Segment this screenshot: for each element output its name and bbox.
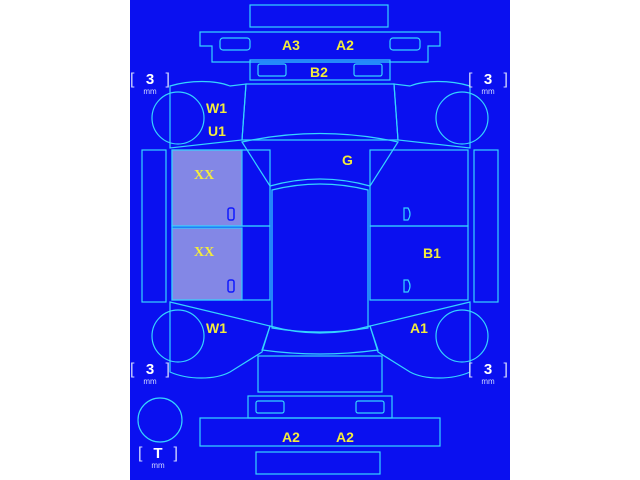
rear-left-light (255, 400, 285, 414)
label-right-side: B1 (423, 245, 441, 261)
car-damage-diagram: A3 A2 B2 W1 U1 G XX XX B1 W1 A1 A2 A2 [ … (130, 0, 510, 480)
windshield-outline (241, 132, 399, 187)
roof-outline (271, 183, 369, 333)
front-right-light (389, 37, 421, 51)
label-front-bumper-right: A2 (336, 37, 354, 53)
rear-right-wheel (435, 309, 489, 363)
grille-right-slot (353, 63, 383, 77)
tire-front-left-unit: mm (143, 87, 157, 96)
tire-front-right-unit: mm (481, 87, 495, 96)
rear-window-outline (261, 325, 379, 355)
label-rear-right-quarter: A1 (410, 320, 428, 336)
label-rear-left-quarter: W1 (206, 320, 227, 336)
front-right-wheel (435, 91, 489, 145)
front-plate-outline (249, 4, 389, 28)
rear-right-quarter-outline (369, 301, 471, 379)
front-left-fender-outline (169, 80, 247, 149)
car-outline-drawing (137, 4, 499, 475)
label-front-left-fender-2: U1 (208, 123, 226, 139)
grille-outline (249, 59, 391, 81)
label-bonnet: B2 (310, 64, 328, 80)
label-rear-bumper-right: A2 (336, 429, 354, 445)
rear-left-wheel (151, 309, 205, 363)
tire-rear-left-value: 3 (145, 361, 155, 378)
tire-rear-right-unit: mm (481, 377, 495, 386)
label-windshield: G (342, 152, 353, 168)
label-front-bumper-left: A3 (282, 37, 300, 53)
grille-left-slot (257, 63, 287, 77)
rear-right-light (355, 400, 385, 414)
tire-rear-left-unit: mm (143, 377, 157, 386)
bonnet-outline (241, 83, 399, 141)
rear-left-quarter-outline (169, 301, 271, 379)
front-left-wheel (151, 91, 205, 145)
rear-left-door-highlight (171, 227, 243, 301)
label-rear-bumper-left: A2 (282, 429, 300, 445)
label-rear-left-door: XX (194, 245, 215, 260)
label-front-left-door: XX (194, 168, 215, 183)
tire-rear-right-value: 3 (483, 361, 493, 378)
front-left-door-highlight (171, 149, 243, 227)
rear-right-door-outline (369, 225, 469, 301)
tire-spare-unit: mm (151, 461, 165, 470)
trunk-outline (257, 355, 383, 393)
tire-spare-value: T (153, 445, 163, 462)
tire-front-right: [ 3 mm ] (468, 71, 508, 96)
front-right-fender-outline (393, 80, 471, 149)
rear-bumper-outline (199, 417, 441, 447)
rear-plate-outline (255, 451, 381, 475)
rear-panel-outline (247, 395, 393, 419)
front-bumper-outline (199, 31, 441, 63)
tire-front-left-value: 3 (145, 71, 155, 88)
tire-spare: [ T mm ] (138, 445, 178, 470)
tire-front-left: [ 3 mm ] (130, 71, 170, 96)
front-left-light (219, 37, 251, 51)
label-front-left-fender-1: W1 (206, 100, 227, 116)
tire-front-right-value: 3 (483, 71, 493, 88)
tire-rear-right: [ 3 mm ] (468, 361, 508, 386)
right-rocker-outline (473, 149, 499, 303)
left-rocker-outline (141, 149, 167, 303)
tire-rear-left: [ 3 mm ] (130, 361, 170, 386)
front-right-door-outline (369, 149, 469, 227)
spare-wheel (137, 397, 183, 443)
rear-right-handle (403, 279, 411, 293)
front-right-handle (403, 207, 411, 221)
